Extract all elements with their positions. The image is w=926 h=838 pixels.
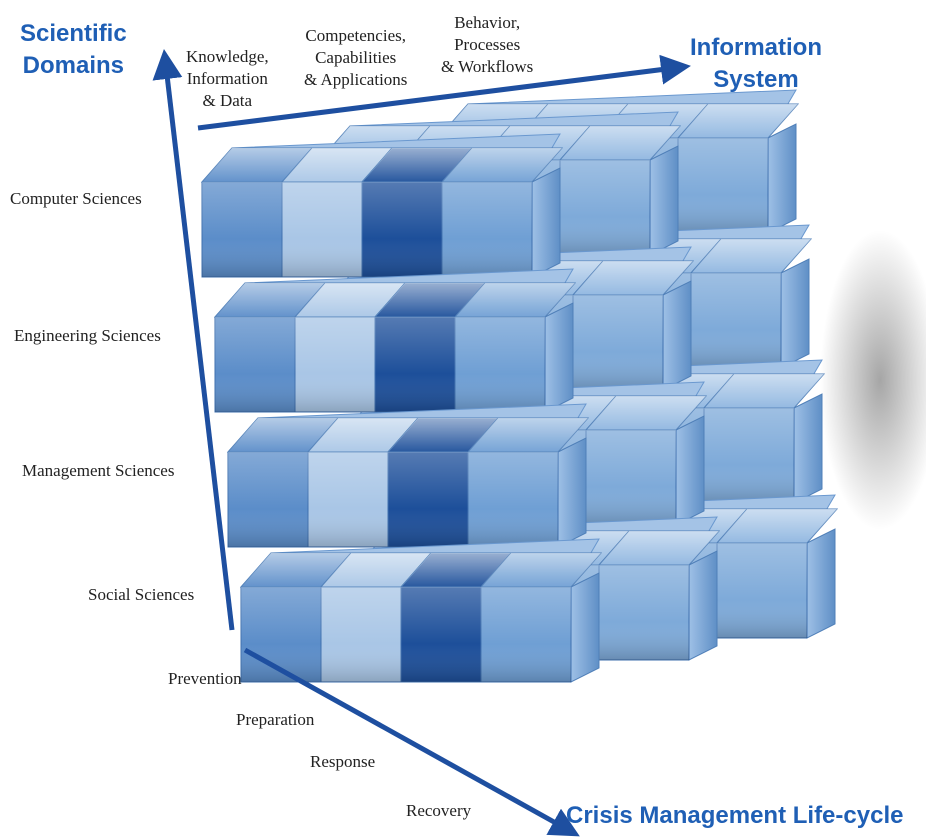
- block-top-highlight: [560, 126, 680, 160]
- domain-computer-sciences: Computer Sciences: [10, 189, 142, 208]
- block-side-face: [557, 437, 587, 548]
- phase-prevention: Prevention: [168, 669, 242, 688]
- block-top-highlight: [717, 509, 837, 543]
- layer-behavior-label: Behavior, Processes & Workflows: [441, 13, 534, 76]
- drop-shadow: [820, 230, 926, 530]
- block-side-face: [767, 123, 797, 234]
- block-top-highlight: [202, 148, 312, 182]
- block-side-face: [570, 572, 600, 683]
- block-top-highlight: [586, 396, 706, 430]
- domain-social-sciences: Social Sciences: [88, 585, 195, 604]
- layer-knowledge-label: Knowledge, Information & Data: [186, 47, 269, 110]
- block-top-highlight: [481, 553, 601, 587]
- block-top-highlight: [241, 553, 351, 587]
- information-system-title: Information System: [690, 34, 822, 93]
- block-top-highlight: [228, 418, 338, 452]
- block-front-highlight: [215, 317, 545, 412]
- block-top-highlight: [442, 148, 562, 182]
- block-top-highlight: [215, 283, 325, 317]
- block-front-highlight: [241, 587, 571, 682]
- phase-recovery: Recovery: [406, 801, 472, 820]
- block-top-highlight: [704, 374, 824, 408]
- block-side-face: [649, 145, 679, 256]
- block-top-highlight: [455, 283, 575, 317]
- block-side-face: [662, 280, 692, 391]
- vertical-axis-arrow: [152, 49, 235, 631]
- block-side-face: [688, 550, 718, 661]
- block-top-highlight: [282, 148, 392, 182]
- block-side-face: [793, 393, 823, 504]
- block-front-highlight: [202, 182, 532, 277]
- block-side-face: [544, 302, 574, 413]
- block-top-highlight: [599, 531, 719, 565]
- layer-competencies-label: Competencies, Capabilities & Application…: [304, 26, 408, 89]
- block-side-face: [531, 167, 561, 278]
- crisis-management-lifecycle-title: Crisis Management Life-cycle: [566, 802, 904, 829]
- block-side-face: [780, 258, 810, 369]
- scientific-domains-title: Scientific Domains: [20, 20, 127, 79]
- block-top-highlight: [375, 283, 485, 317]
- block-top-highlight: [401, 553, 511, 587]
- block-front-highlight: [228, 452, 558, 547]
- domain-engineering-sciences: Engineering Sciences: [14, 326, 161, 345]
- block-top-highlight: [691, 239, 811, 273]
- block-top-highlight: [388, 418, 498, 452]
- block-top-highlight: [678, 104, 798, 138]
- block-top-highlight: [308, 418, 418, 452]
- depth-axis-arrow: [197, 54, 691, 131]
- block-top-highlight: [362, 148, 472, 182]
- cube-blocks: [200, 89, 839, 683]
- block-top-highlight: [295, 283, 405, 317]
- horizontal-axis-arrow: [243, 647, 580, 837]
- domain-management-sciences: Management Sciences: [22, 461, 175, 480]
- phase-preparation: Preparation: [236, 710, 315, 729]
- block-top-highlight: [468, 418, 588, 452]
- block-top-highlight: [573, 261, 693, 295]
- block-top-highlight: [321, 553, 431, 587]
- phase-response: Response: [310, 752, 376, 771]
- block-side-face: [806, 528, 836, 639]
- block-side-face: [675, 415, 705, 526]
